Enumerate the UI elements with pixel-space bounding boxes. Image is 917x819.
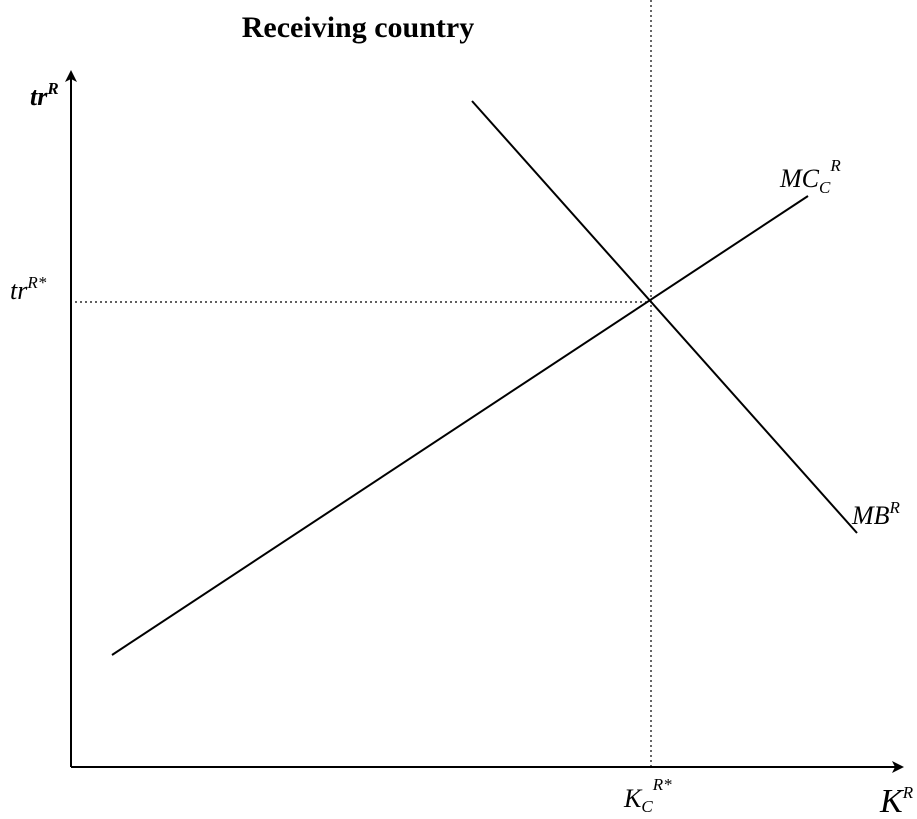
mb-curve-label: MBR bbox=[851, 498, 901, 530]
equilibrium-y-label-sup: R* bbox=[26, 273, 46, 292]
equilibrium-x-label-base: K bbox=[623, 784, 643, 813]
equilibrium-y-label: trR* bbox=[10, 273, 47, 305]
equilibrium-x-label: KC R* bbox=[623, 775, 672, 816]
y-axis-label-base: tr bbox=[30, 82, 48, 111]
mc-curve-label-sub: C bbox=[819, 178, 831, 197]
x-axis-label-base: K bbox=[879, 783, 905, 819]
y-axis-label-sup: R bbox=[46, 79, 58, 98]
equilibrium-x-label-sup: R* bbox=[652, 775, 672, 794]
mb-curve bbox=[471, 100, 858, 534]
equilibrium-x-label-sub: C bbox=[641, 797, 653, 816]
mb-curve-label-base: MB bbox=[851, 501, 890, 530]
mc-curve-label-sup: R bbox=[829, 156, 841, 175]
x-axis-label: KR bbox=[879, 783, 914, 819]
mc-curve-label-base: MC bbox=[779, 164, 820, 193]
mb-curve-label-sup: R bbox=[889, 498, 901, 517]
chart-title: Receiving country bbox=[242, 11, 474, 44]
x-axis-label-sup: R bbox=[902, 783, 914, 802]
equilibrium-y-label-base: tr bbox=[10, 276, 28, 305]
y-axis-label: trR bbox=[30, 79, 59, 111]
mc-curve bbox=[111, 195, 809, 656]
mc-curve-label: MCCR bbox=[779, 156, 841, 197]
